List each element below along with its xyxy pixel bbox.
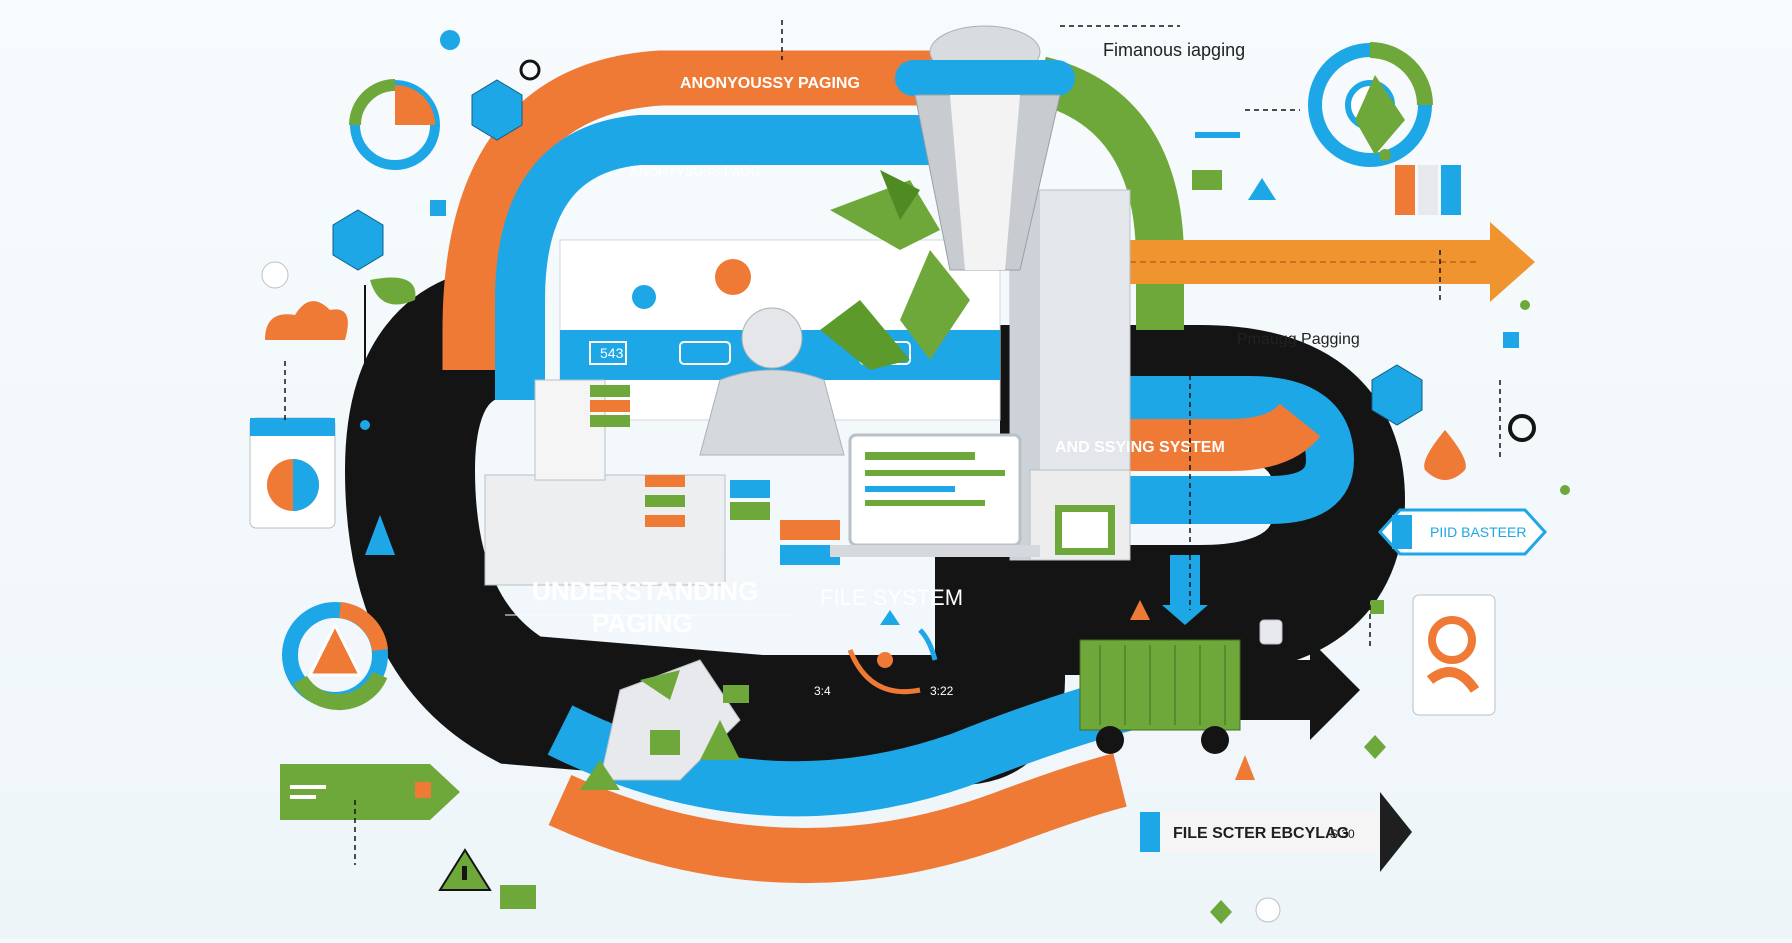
- recycle-icon-large: [820, 170, 970, 370]
- panel-code: 543: [600, 345, 624, 361]
- right-heading: Pmaugg Pagging: [1237, 331, 1360, 348]
- cargo-cart-icon: [1079, 555, 1241, 754]
- top-left-band-label: ANONYOUSSY PAGING: [680, 75, 860, 92]
- cycle-icon: [847, 610, 938, 695]
- top-right-heading: Fimanous iapging: [1103, 40, 1245, 60]
- hexagon-icon-3: [1371, 364, 1423, 426]
- file-stacks: [484, 379, 840, 586]
- right-card-icon: [1412, 594, 1496, 716]
- hexagon-icon-2: [471, 79, 523, 141]
- orange-pipe: [1010, 402, 1321, 471]
- pie-chart-icon-3: [1308, 42, 1433, 167]
- orange-top-band: [442, 50, 1010, 370]
- leaf-icon: [364, 277, 416, 410]
- bottom-orange-band: [548, 753, 1127, 884]
- laptop-icon: [830, 433, 1115, 557]
- person-icon: [699, 307, 845, 456]
- green-tag-left: [280, 764, 460, 820]
- blue-pipe-right: [1050, 376, 1355, 524]
- orange-pipe-label: AND SSYING SYSTEM: [1055, 439, 1225, 456]
- title-line2: PAGING: [592, 608, 693, 638]
- app-card-icon: [249, 417, 336, 529]
- title-line1: UNDERSTANDING: [532, 576, 758, 606]
- blue-band-label: ANOHYYSUSS PAGG: [630, 164, 761, 179]
- droplet-icon: [1424, 430, 1466, 480]
- file-bars-icon: [1395, 165, 1461, 215]
- recycle-icon-bottom: [580, 659, 741, 790]
- pie-chart-icon-2: [282, 602, 388, 710]
- apple-icon: [632, 259, 751, 309]
- bottom-arrow-number: S 30: [1330, 827, 1355, 841]
- hexagon-icon: [332, 209, 384, 271]
- decorations: [261, 30, 1570, 924]
- blue-band: [495, 115, 1030, 400]
- green-band: [1033, 56, 1184, 330]
- cloud-icon: [265, 301, 348, 340]
- cycle-left-label: 3:4: [814, 684, 831, 698]
- connector-lines: [284, 20, 1501, 865]
- right-tag: [1377, 508, 1548, 556]
- bottom-arrow-label: FILE SCTER EBCYLAG: [1173, 825, 1349, 842]
- gear-icon: [1508, 414, 1536, 442]
- right-tag-label: PIID BASTEER: [1430, 524, 1526, 540]
- cycle-right-label: 3:22: [930, 684, 954, 698]
- pie-chart-icon: [349, 79, 440, 170]
- file-system-label: FILE SYSTEM: [820, 585, 963, 610]
